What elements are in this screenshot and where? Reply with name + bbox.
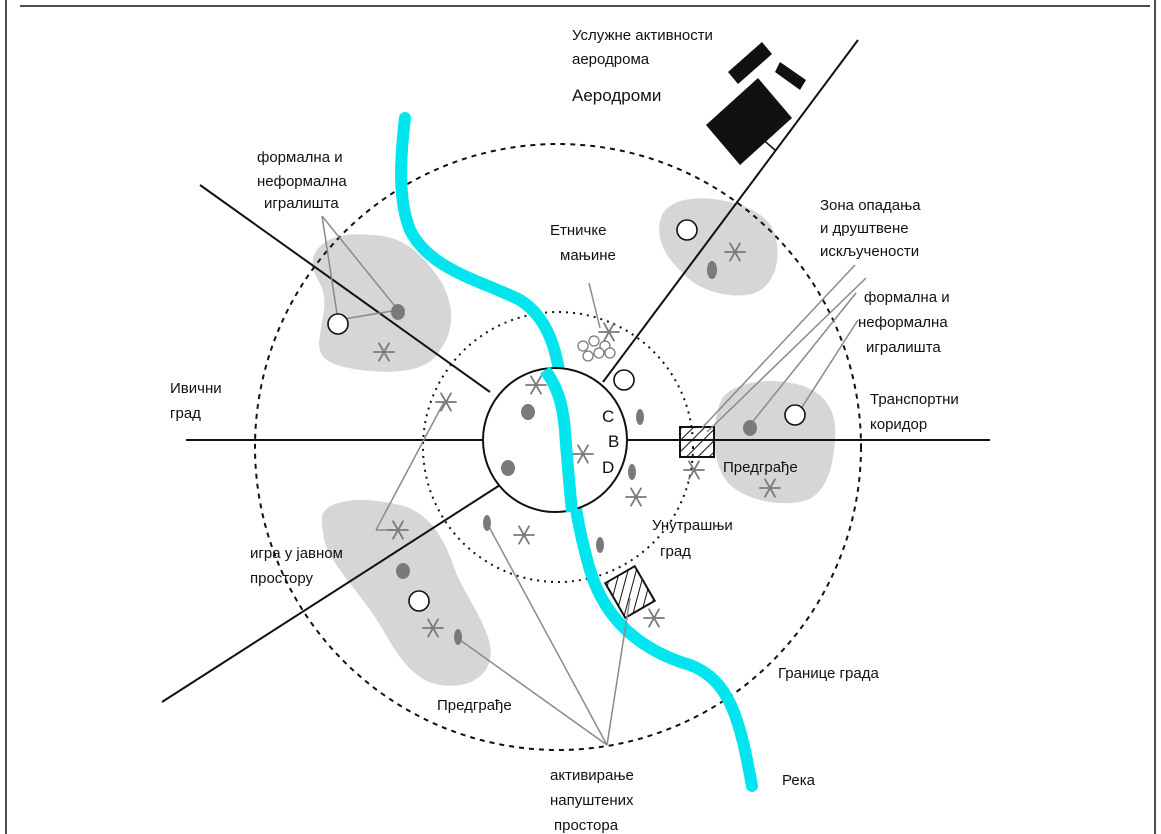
label-cbd-b: B: [608, 432, 619, 451]
hatched-square-south: [603, 564, 657, 620]
ethnic-cluster: [577, 335, 616, 362]
blob-right: [714, 381, 836, 504]
asterisk-icon: [625, 487, 647, 507]
dark-oval-icon: [391, 304, 405, 320]
label-playgrounds-right-1: формална и: [864, 289, 950, 306]
label-airport-services-1: Услужне активности: [572, 27, 713, 44]
label-cbd-c: C: [602, 407, 614, 426]
label-city-limits: Границе града: [778, 665, 879, 682]
asterisk-icon: [598, 322, 620, 342]
label-playgrounds-left-3: игралишта: [264, 195, 339, 212]
dark-oval-icon: [743, 420, 757, 436]
blob-lower-left: [321, 500, 491, 686]
dark-oval-icon: [521, 404, 535, 420]
label-decline-1: Зона опадања: [820, 197, 921, 214]
label-playgrounds-left-1: формална и: [257, 149, 343, 166]
label-ethnic-2: мањине: [560, 247, 616, 264]
asterisk-icon: [643, 608, 665, 628]
label-suburb-right: Предграђе: [723, 459, 798, 476]
label-playgrounds-right-3: игралишта: [866, 339, 941, 356]
open-circles: [327, 219, 806, 612]
label-transport-1: Транспортни: [870, 391, 959, 408]
asterisk-icon: [513, 525, 535, 545]
city-limits-circle: [254, 143, 862, 751]
open-circle-icon: [327, 313, 349, 335]
label-river: Река: [782, 772, 816, 789]
dark-oval-icon: [707, 261, 717, 279]
hatched-square-east: [679, 426, 715, 458]
label-edge-city-2: град: [170, 405, 201, 422]
dark-oval-icon: [501, 460, 515, 476]
open-circle-icon: [784, 404, 806, 426]
dark-oval-icon: [483, 515, 491, 531]
label-airports: Аеродроми: [572, 86, 661, 105]
label-public-play-2: простору: [250, 570, 314, 587]
cbd-circle: [482, 367, 628, 513]
dark-oval-icon: [396, 563, 410, 579]
label-transport-2: коридор: [870, 416, 927, 433]
dark-oval-icon: [628, 464, 636, 480]
dark-oval-icon: [636, 409, 644, 425]
river-cbd-segment: [540, 366, 578, 513]
label-airport-services-2: аеродрома: [572, 51, 650, 68]
label-ethnic-1: Етничке: [550, 222, 606, 239]
label-abandoned-1: активирање: [550, 767, 634, 784]
open-circle-icon: [676, 219, 698, 241]
blob-upper-left: [312, 234, 452, 372]
label-cbd-d: D: [602, 458, 614, 477]
label-playgrounds-right-2: неформална: [858, 314, 948, 331]
label-suburb-bottom: Предграђе: [437, 697, 512, 714]
corridor-northwest: [199, 184, 491, 393]
open-circle-icon: [613, 369, 635, 391]
airport-buildings: [706, 42, 806, 165]
label-inner-city-2: град: [660, 543, 691, 560]
label-edge-city-1: Ивични: [170, 380, 222, 397]
corridor-southwest: [161, 484, 501, 703]
corridor-northeast: [602, 39, 859, 383]
dark-ovals: [391, 261, 757, 645]
label-abandoned-2: напуштених: [550, 792, 634, 809]
asterisk-icon: [435, 392, 457, 412]
label-public-play-1: игра у јавном: [250, 545, 343, 562]
asterisk-icon: [683, 460, 705, 480]
airport-runway-connector: [745, 124, 776, 151]
leader-lines: [321, 215, 867, 746]
dark-oval-icon: [454, 629, 462, 645]
label-playgrounds-left-2: неформална: [257, 173, 347, 190]
label-decline-3: искључености: [820, 243, 919, 260]
label-abandoned-3: простора: [554, 817, 619, 834]
open-circle-icon: [408, 590, 430, 612]
label-inner-city-1: Унутрашњи: [652, 517, 733, 534]
label-decline-2: и друштвене: [820, 220, 909, 237]
blob-upper-right: [659, 198, 778, 296]
dark-oval-icon: [596, 537, 604, 553]
